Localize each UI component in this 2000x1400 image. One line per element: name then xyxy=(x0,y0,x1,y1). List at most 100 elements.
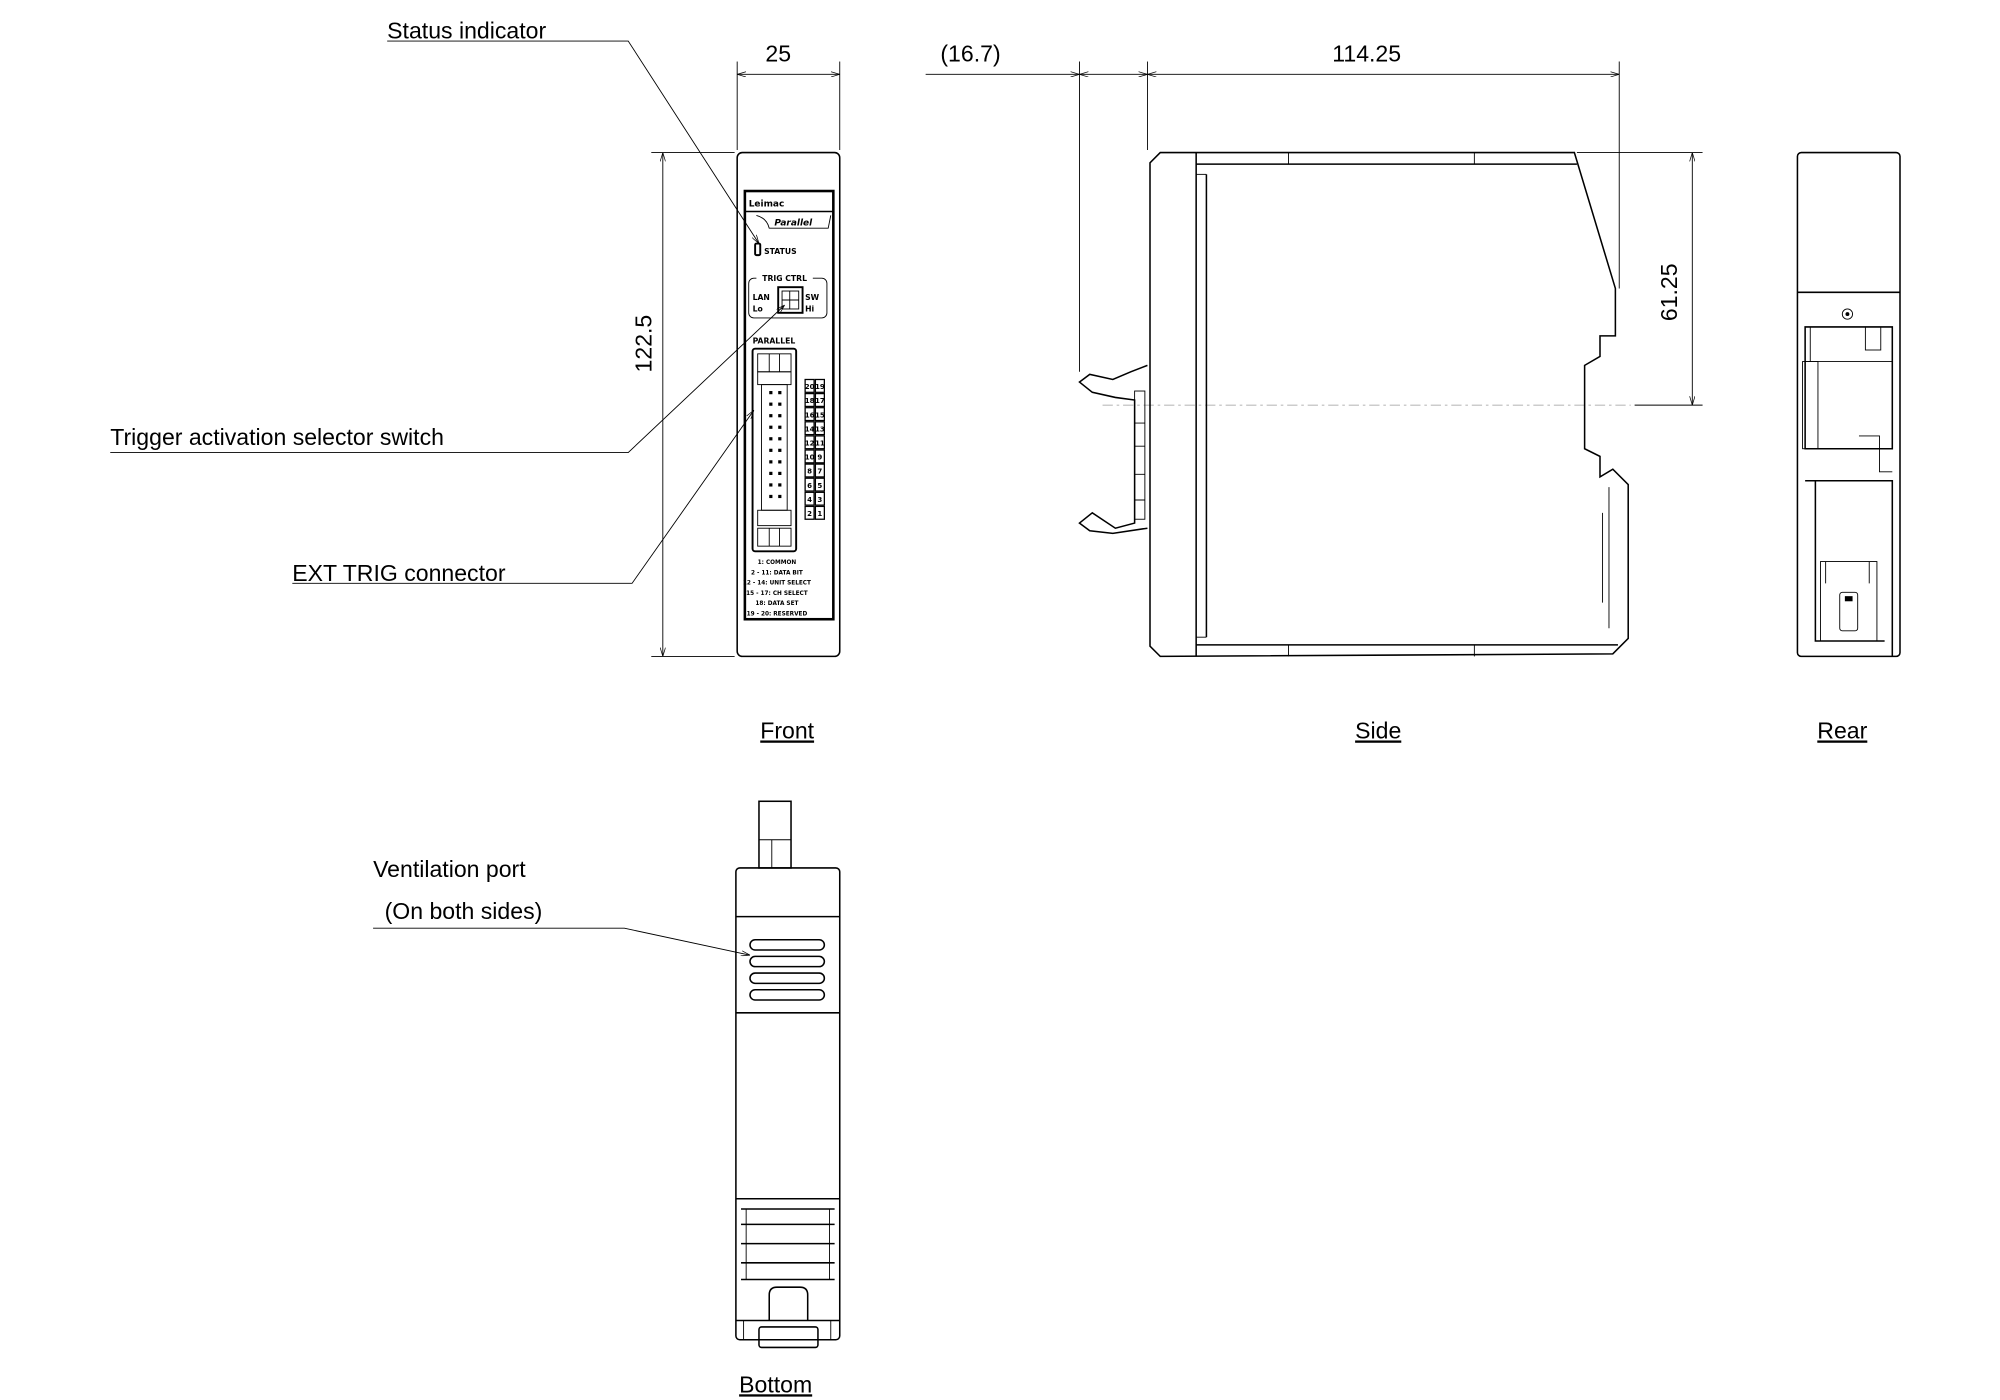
pin-number: 13 xyxy=(815,424,825,433)
pin-contact xyxy=(778,425,782,429)
pin-number: 2 xyxy=(807,509,812,518)
pin-number-cell xyxy=(804,505,815,520)
pin-contact xyxy=(778,483,782,487)
callout-label: (On both sides) xyxy=(385,898,543,924)
pin-contact xyxy=(778,437,782,441)
hi-label: Hi xyxy=(805,305,814,314)
pin-number: 3 xyxy=(817,495,822,504)
pin-contact xyxy=(769,391,773,395)
ext-trig-connector[interactable] xyxy=(751,347,798,553)
pin-number: 18 xyxy=(805,396,815,405)
pin-contact xyxy=(778,448,782,452)
callout-ext-trig: EXT TRIG connector xyxy=(292,410,754,586)
dimension-clip-depth: (16.7) xyxy=(925,41,1148,372)
pin-contact xyxy=(769,437,773,441)
dimension-rail-height: 61.25 xyxy=(1576,152,1703,406)
side-view xyxy=(1078,151,1631,658)
bottom-view xyxy=(735,800,841,1349)
pin-number: 12 xyxy=(805,439,815,448)
ventilation-port xyxy=(749,938,826,1001)
pin-number: 7 xyxy=(817,467,822,476)
lan-label: LAN xyxy=(753,293,770,302)
callout-status-indicator: Status indicator xyxy=(387,17,759,243)
parallel-label: PARALLEL xyxy=(753,337,796,346)
pin-number-cell xyxy=(814,407,825,422)
pin-number: 19 xyxy=(815,382,825,391)
pin-legend-line: 18: DATA SET xyxy=(755,601,798,607)
front-view: Leimac Parallel STATUS TRIG CTRL LAN Lo … xyxy=(736,151,841,658)
trig-ctrl-label: TRIG CTRL xyxy=(762,274,807,283)
pin-number: 16 xyxy=(805,410,815,419)
pin-number-cell xyxy=(804,407,815,422)
view-title-side: Side xyxy=(1355,717,1401,743)
pin-contact xyxy=(778,471,782,475)
callout-label: EXT TRIG connector xyxy=(292,560,506,586)
lo-label: Lo xyxy=(753,305,763,314)
pin-contact xyxy=(769,494,773,499)
pin-number: 10 xyxy=(805,453,815,462)
pin-number: 15 xyxy=(815,410,825,419)
pin-number-cell xyxy=(814,392,825,408)
pin-number-cell xyxy=(804,449,815,464)
pin-contact xyxy=(769,460,773,464)
pin-contact xyxy=(769,402,773,406)
pin-number-cell xyxy=(814,463,825,478)
pin-number-cell xyxy=(804,477,815,492)
pin-number: 17 xyxy=(815,396,825,405)
pin-number-cell xyxy=(804,378,815,393)
callout-label: Ventilation port xyxy=(373,856,526,882)
pin-legend-line: 1: COMMON xyxy=(758,560,797,566)
brand-logo: Leimac xyxy=(749,199,785,209)
dimension-value: (16.7) xyxy=(940,41,1000,67)
pin-legend-line: 2 - 11: DATA BIT xyxy=(751,570,803,576)
pin-contact xyxy=(769,425,773,429)
pin-number-cell xyxy=(804,491,815,506)
pin-contact xyxy=(769,414,773,418)
callout-label: Trigger activation selector switch xyxy=(110,424,444,450)
pin-number: 14 xyxy=(805,424,815,433)
pin-number-cell xyxy=(804,435,815,450)
callout-ventilation: Ventilation port (On both sides) xyxy=(373,856,750,955)
rear-view xyxy=(1796,151,1901,658)
view-title-front: Front xyxy=(760,717,814,743)
pin-number-cell xyxy=(814,421,825,436)
dimension-depth: 114.25 xyxy=(1147,41,1620,289)
pin-number-cell xyxy=(814,449,825,464)
pin-contact xyxy=(778,402,782,406)
pin-contact xyxy=(778,414,782,418)
pin-number: 4 xyxy=(807,495,812,504)
pin-contact xyxy=(769,448,773,452)
status-label: STATUS xyxy=(764,247,797,256)
ventilation-port-lower xyxy=(741,1208,835,1281)
pin-number-cell xyxy=(814,505,825,520)
pin-legend-line: 15 - 17: CH SELECT xyxy=(746,591,808,597)
pin-number: 20 xyxy=(805,382,815,391)
pin-number-cell xyxy=(814,378,825,393)
dimension-value: 25 xyxy=(765,41,791,67)
dimension-value: 114.25 xyxy=(1332,41,1401,67)
dimension-value: 122.5 xyxy=(630,315,656,373)
status-led-icon xyxy=(754,242,762,257)
dimension-front-width: 25 xyxy=(736,41,841,150)
pin-contact xyxy=(769,483,773,487)
pin-number: 8 xyxy=(807,467,812,476)
view-title-rear: Rear xyxy=(1817,717,1867,743)
din-clip xyxy=(1078,364,1148,535)
trigger-selector-switch[interactable] xyxy=(777,286,804,314)
pin-number-cell xyxy=(804,421,815,436)
pin-number-cell xyxy=(814,435,825,450)
pin-number: 1 xyxy=(817,509,822,518)
pin-legend: 1: COMMON 2 - 11: DATA BIT 12 - 14: UNIT S… xyxy=(743,560,811,617)
view-title-bottom: Bottom xyxy=(739,1371,812,1397)
model-name: Parallel xyxy=(774,219,813,229)
dimension-value: 61.25 xyxy=(1656,263,1682,321)
callout-trigger-switch: Trigger activation selector switch xyxy=(110,305,784,454)
pin-legend-line: 12 - 14: UNIT SELECT xyxy=(743,581,811,587)
pin-contact xyxy=(778,494,782,499)
pin-number-cell xyxy=(804,463,815,478)
pin-contact xyxy=(769,471,773,475)
pin-number: 5 xyxy=(817,481,822,490)
callout-label: Status indicator xyxy=(387,17,546,43)
